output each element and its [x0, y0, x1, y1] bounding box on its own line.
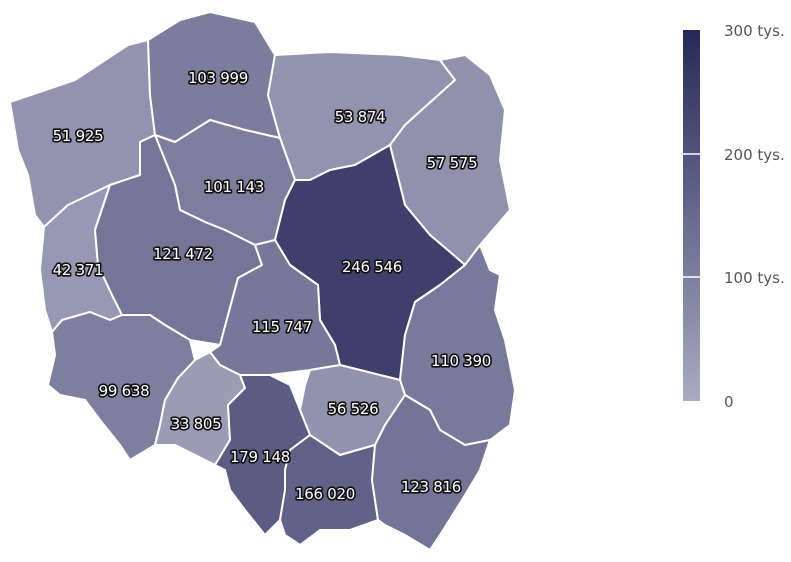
legend-label-100: 100 tys.	[724, 269, 785, 287]
value-label-opolskie: 33 805	[171, 415, 222, 433]
value-label-podlaskie: 57 575	[427, 154, 478, 172]
value-label-lubuskie: 42 371	[53, 261, 104, 279]
value-label-slaskie: 179 148	[230, 448, 290, 466]
region-podkarpackie[interactable]	[371, 394, 491, 551]
legend-label-0: 0	[724, 393, 734, 411]
value-label-malopolskie: 166 020	[295, 485, 355, 503]
value-label-warminsko-mazurskie: 53 874	[335, 108, 386, 126]
value-label-pomorskie: 103 999	[188, 69, 248, 87]
value-label-swietokrzyskie: 56 526	[328, 400, 379, 418]
legend-label-300: 300 tys.	[724, 22, 785, 40]
region-slaskie[interactable]	[214, 374, 311, 536]
value-label-kujawsko-pomorskie: 101 143	[204, 178, 264, 196]
legend-label-200: 200 tys.	[724, 146, 785, 164]
color-legend	[683, 30, 700, 401]
value-label-dolnoslaskie: 99 638	[99, 382, 150, 400]
value-label-lodzkie: 115 747	[252, 318, 312, 336]
value-label-lubelskie: 110 390	[431, 352, 491, 370]
value-label-zachodniopomorskie: 51 925	[53, 127, 104, 145]
value-label-mazowieckie: 246 546	[342, 258, 402, 276]
legend-colorbar	[683, 30, 700, 401]
value-label-podkarpackie: 123 816	[401, 478, 461, 496]
region-malopolskie[interactable]	[279, 434, 379, 546]
value-label-wielkopolskie: 121 472	[153, 245, 213, 263]
region-lodzkie[interactable]	[209, 239, 341, 376]
